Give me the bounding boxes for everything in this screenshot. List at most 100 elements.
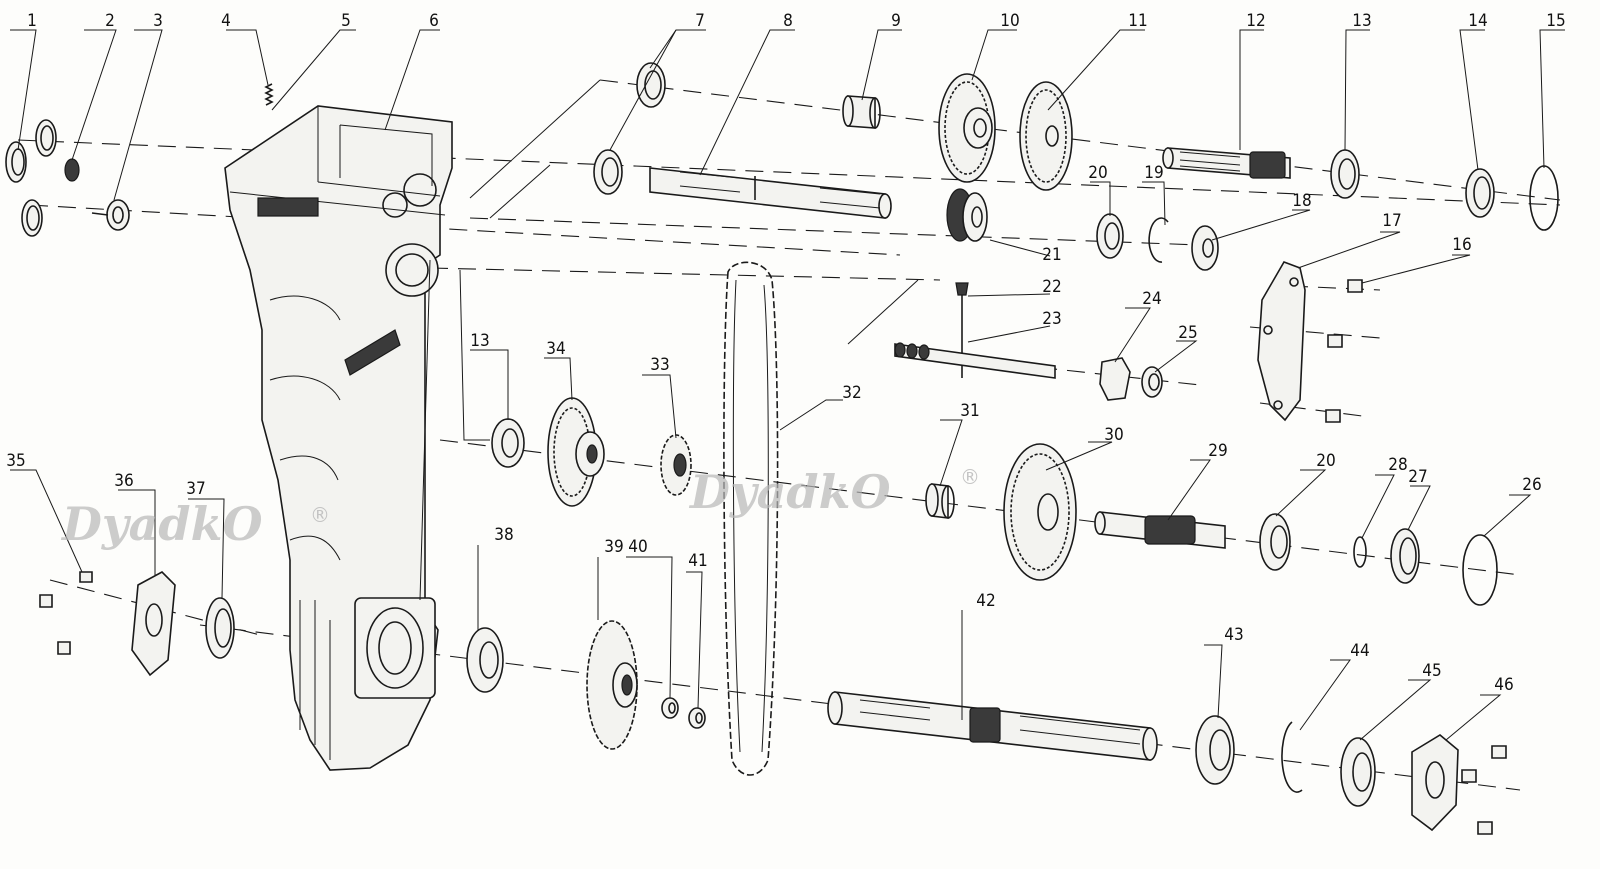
callout-12: 12: [1246, 11, 1265, 31]
callout-2: 2: [105, 11, 115, 31]
part-15-circlip: [1529, 165, 1559, 231]
callout-22: 22: [1042, 277, 1061, 297]
watermark-center: DyadkO ®: [688, 465, 980, 519]
part-20-bearing-upper: [1096, 213, 1124, 259]
part-20-bearing-lower: [1259, 513, 1291, 571]
watermark-text-center: DyadkO: [688, 465, 891, 519]
callout-13: 13: [1352, 11, 1371, 31]
callout-35: 35: [6, 451, 25, 471]
part-42-axle-shaft: [827, 691, 1158, 761]
callout-14: 14: [1468, 11, 1487, 31]
part-18-washer: [1191, 225, 1219, 271]
part-ring-left: [21, 199, 43, 237]
callout-25: 25: [1178, 323, 1197, 343]
callout-11: 11: [1128, 11, 1147, 31]
part-41-nut: [688, 707, 706, 729]
callout-23: 23: [1042, 309, 1061, 329]
callout-9: 9: [891, 11, 901, 31]
callout-6: 6: [429, 11, 439, 31]
callout-3: 3: [153, 11, 163, 31]
callout-38: 38: [494, 525, 513, 545]
callout-43: 43: [1224, 625, 1243, 645]
part-1-seal: [5, 141, 27, 183]
callout-10: 10: [1000, 11, 1019, 31]
callout-1: 1: [27, 11, 37, 31]
callout-26: 26: [1522, 475, 1541, 495]
callout-20: 20: [1316, 451, 1335, 471]
part-3-bushing: [91, 199, 130, 231]
watermark-reg-center: ®: [960, 465, 980, 489]
part-39-sprocket: [586, 620, 638, 750]
part-7-bearing-upper: [636, 62, 666, 108]
part-32-chain: [723, 261, 779, 776]
part-2-seal: [35, 119, 80, 182]
callout-29: 29: [1208, 441, 1227, 461]
part-16-bolts: [1325, 279, 1363, 423]
callout-40: 40: [628, 537, 647, 557]
part-24-fork: [1099, 357, 1131, 401]
part-17-cover: [1257, 261, 1306, 422]
part-44-circlip: [1281, 721, 1303, 793]
callout-33: 33: [650, 355, 669, 375]
part-7-bearing-lower: [593, 149, 623, 195]
callout-37: 37: [186, 479, 205, 499]
watermark-reg-left: ®: [310, 503, 330, 527]
callout-17: 17: [1382, 211, 1401, 231]
part-8-shaft: [649, 167, 892, 219]
callout-27: 27: [1408, 467, 1427, 487]
callout-24: 24: [1142, 289, 1161, 309]
callout-20: 20: [1088, 163, 1107, 183]
part-34-sprocket-hub: [547, 397, 605, 507]
part-30-large-gear: [1003, 443, 1077, 581]
part-45-seal: [1340, 737, 1376, 807]
callout-36: 36: [114, 471, 133, 491]
gearbox-housing: [224, 105, 453, 771]
callout-19: 19: [1144, 163, 1163, 183]
part-4-spring: [264, 83, 274, 106]
part-33-small-sprocket: [660, 434, 692, 496]
callout-18: 18: [1292, 191, 1311, 211]
callout-32: 32: [842, 383, 861, 403]
part-13-bearing-lower: [491, 418, 525, 468]
callout-5: 5: [341, 11, 351, 31]
part-35-bolts: [39, 571, 93, 655]
callout-28: 28: [1388, 455, 1407, 475]
callout-44: 44: [1350, 641, 1369, 661]
part-9-bushing: [842, 95, 881, 129]
part-14-seal: [1465, 168, 1495, 218]
part-25-bushing: [1141, 366, 1163, 398]
callout-31: 31: [960, 401, 979, 421]
part-36-flange: [131, 571, 176, 677]
callout-45: 45: [1422, 661, 1441, 681]
part-40-nut: [661, 697, 679, 719]
part-12-splined-shaft: [1162, 147, 1291, 179]
part-13-bearing-upper: [1330, 149, 1360, 199]
callout-34: 34: [546, 339, 565, 359]
callout-8: 8: [783, 11, 793, 31]
callout-39: 39: [604, 537, 623, 557]
callout-16: 16: [1452, 235, 1471, 255]
callout-13: 13: [470, 331, 489, 351]
callout-30: 30: [1104, 425, 1123, 445]
callout-46: 46: [1494, 675, 1513, 695]
watermark-left: DyadkO ®: [60, 497, 330, 551]
part-10-gear: [938, 73, 996, 183]
part-11-gear: [1019, 81, 1073, 191]
callout-42: 42: [976, 591, 995, 611]
callout-21: 21: [1042, 245, 1061, 265]
callout-15: 15: [1546, 11, 1565, 31]
leader-lines: [10, 29, 1565, 741]
callout-7: 7: [695, 11, 705, 31]
part-29-worm-shaft: [1094, 511, 1226, 549]
part-23-shift-rod: [894, 342, 1056, 379]
part-31-bushing: [925, 483, 955, 519]
part-46-flange: [1411, 734, 1507, 835]
part-27-seal: [1390, 528, 1420, 584]
part-19-circlip: [1148, 217, 1169, 263]
part-38-bearing: [466, 627, 504, 693]
callout-4: 4: [221, 11, 231, 31]
part-28-ring: [1353, 536, 1367, 568]
